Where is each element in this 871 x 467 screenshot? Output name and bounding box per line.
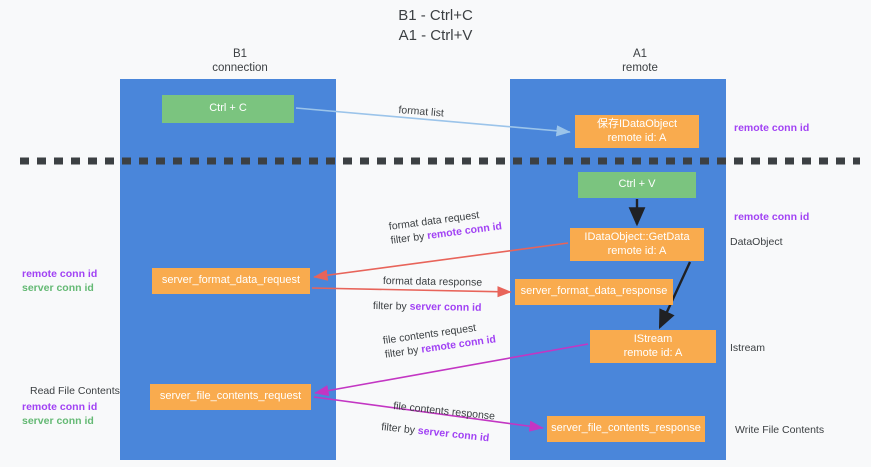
note-write-file-contents-text: Write File Contents (735, 424, 825, 436)
page-title: B1 - Ctrl+C A1 - Ctrl+V (0, 6, 871, 46)
note-remote-conn-id-mid-text: remote conn id (734, 211, 810, 223)
note-server-conn-id: server conn id (22, 281, 94, 294)
column-name-a1: A1 (632, 48, 648, 60)
node-server-format-data-response[interactable]: server_format_data_response (515, 279, 673, 305)
note-istream: Istream (730, 342, 765, 356)
column-role-a1: remote (622, 62, 658, 74)
node-getdata-line1: IDataObject::GetData (584, 231, 690, 243)
node-save-idataobject-line1: 保存IDataObject (596, 118, 678, 130)
node-server-format-data-request[interactable]: server_format_data_request (152, 268, 310, 294)
node-save-idataobject-line2: remote id: A (607, 131, 667, 144)
note-conn-id-pair-top: remote conn id server conn id (22, 268, 97, 295)
filter-prefix: filter by (389, 230, 428, 247)
node-save-idataobject[interactable]: 保存IDataObject remote id: A (575, 115, 699, 148)
note-remote-conn-id-mid: remote conn id (734, 211, 809, 225)
node-istream-line1: IStream (633, 333, 673, 345)
node-ctrl-v[interactable]: Ctrl + V (578, 172, 696, 198)
node-server-file-contents-response[interactable]: server_file_contents_response (547, 416, 705, 442)
edge-label-file-contents-response: file contents response (393, 399, 496, 424)
note-dataobject-text: DataObject (730, 236, 783, 248)
column-role-b1: connection (212, 62, 268, 74)
filter-prefix: filter by (380, 420, 419, 437)
edge-label-format-data-response: format data response (383, 274, 482, 290)
column-header-a1: A1 remote (540, 47, 740, 75)
note-read-file-contents: Read File Contents (30, 385, 120, 399)
note-dataobject: DataObject (730, 236, 783, 250)
title-line-1: B1 - Ctrl+C (398, 7, 473, 24)
column-header-b1: B1 connection (140, 47, 340, 75)
node-server-format-data-response-label: server_format_data_response (520, 285, 668, 298)
column-name-b1: B1 (232, 48, 248, 60)
note-remote-conn-id-top: remote conn id (734, 122, 809, 136)
note-server-conn-id-2: server conn id (22, 414, 94, 427)
note-conn-id-pair-bottom: remote conn id server conn id (22, 401, 97, 428)
node-istream-line2: remote id: A (623, 346, 683, 359)
edge-label-format-data-response-text: format data response (382, 274, 483, 289)
note-remote-conn-id-2: remote conn id (22, 401, 98, 413)
node-server-file-contents-response-label: server_file_contents_response (551, 422, 701, 435)
note-write-file-contents: Write File Contents (735, 424, 824, 438)
edge-label-file-contents-response-filter: filter by server conn id (381, 420, 490, 445)
node-idataobject-getdata[interactable]: IDataObject::GetData remote id: A (570, 228, 704, 261)
note-read-file-contents-text: Read File Contents (30, 385, 120, 397)
node-getdata-line2: remote id: A (607, 244, 667, 257)
filter-key-server-conn-id: server conn id (409, 300, 482, 314)
edge-label-format-list: format list (398, 103, 444, 121)
edge-label-format-data-response-filter: filter by server conn id (373, 299, 482, 315)
filter-key-server-conn-id: server conn id (417, 424, 490, 445)
edge-label-format-list-text: format list (397, 103, 445, 120)
filter-prefix: filter by (372, 299, 410, 313)
edge-label-file-contents-request: file contents request filter by remote c… (382, 318, 497, 361)
node-ctrl-c-label: Ctrl + C (209, 102, 247, 115)
node-ctrl-c[interactable]: Ctrl + C (162, 95, 294, 123)
edge-label-format-data-request: format data request filter by remote con… (388, 205, 503, 247)
title-line-2: A1 - Ctrl+V (398, 27, 473, 44)
node-ctrl-v-label: Ctrl + V (618, 178, 656, 191)
node-istream[interactable]: IStream remote id: A (590, 330, 716, 363)
node-server-format-data-request-label: server_format_data_request (161, 274, 301, 287)
edge-label-file-contents-response-text: file contents response (392, 399, 496, 423)
note-istream-text: Istream (730, 342, 766, 354)
node-server-file-contents-request[interactable]: server_file_contents_request (150, 384, 311, 410)
filter-prefix: filter by (384, 343, 423, 361)
note-remote-conn-id-top-text: remote conn id (734, 122, 810, 134)
node-server-file-contents-request-label: server_file_contents_request (159, 390, 302, 403)
note-remote-conn-id: remote conn id (22, 268, 98, 280)
